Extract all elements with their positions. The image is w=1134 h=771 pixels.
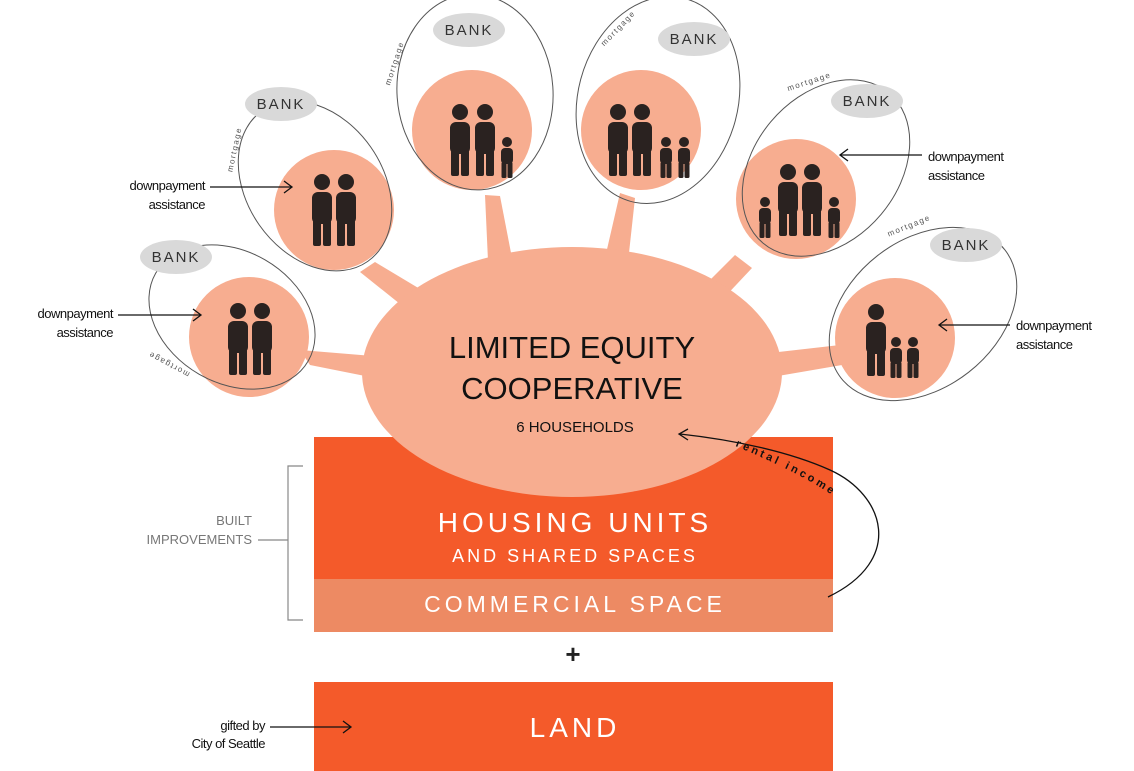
assistance-label-4: assistance [1016,337,1073,352]
bank-label-6: BANK [942,237,991,254]
bank-label-2: BANK [257,96,306,113]
bank-oval-1 [140,240,212,274]
household-circle-3 [412,70,532,190]
downpayment-label-4: downpayment [1016,318,1092,333]
mortgage-label-6: mortgage [886,213,932,239]
mortgage-label-3: mortgage [383,40,406,86]
commercial-space-label: COMMERCIAL SPACE [424,591,726,617]
household-circle-1 [189,277,309,397]
downpayment-arrow-3 [838,148,922,162]
land-block [314,682,833,771]
shared-spaces-label: AND SHARED SPACES [452,546,698,566]
downpayment-arrow-2 [210,180,294,194]
bank-ovals [140,13,1002,274]
coop-subtitle: 6 HOUSEHOLDS [516,419,634,436]
downpayment-label-3: downpayment [928,149,1004,164]
mortgage-label-4: mortgage [599,9,637,48]
assistance-label-1: assistance [57,325,114,340]
housing-units-label: HOUSING UNITS [438,507,712,538]
downpayment-arrow-1 [118,308,203,322]
gifted-label-line2: City of Seattle [192,736,266,751]
built-improvements-bracket [287,465,303,621]
rental-income-arrow [677,428,880,598]
bank-label-1: BANK [152,249,201,266]
land-label: LAND [530,712,621,743]
downpayment-arrow-4 [937,318,1010,332]
downpayment-label-2: downpayment [130,178,206,193]
assistance-label-2: assistance [149,197,206,212]
gifted-label-line1: gifted by [220,718,266,733]
bank-oval-5 [831,84,903,118]
bank-oval-3 [433,13,505,47]
bank-oval-4 [658,22,730,56]
improvements-label: IMPROVEMENTS [147,532,253,547]
coop-title-line1: LIMITED EQUITY [449,330,695,365]
bank-label-4: BANK [670,31,719,48]
gifted-arrow [270,720,353,734]
coop-title-line2: COOPERATIVE [461,371,683,406]
bank-label-5: BANK [843,93,892,110]
bank-oval-2 [245,87,317,121]
cooperative-ellipse [362,247,782,497]
downpayment-label-1: downpayment [38,306,114,321]
built-label: BUILT [216,513,252,528]
mortgage-label-5: mortgage [786,70,832,93]
bank-oval-6 [930,228,1002,262]
mortgage-label-2: mortgage [225,126,243,173]
plus-sign: + [565,639,580,669]
commercial-space-block [314,579,833,632]
assistance-label-3: assistance [928,168,985,183]
household-circle-2 [274,150,394,270]
bank-label-3: BANK [445,22,494,39]
